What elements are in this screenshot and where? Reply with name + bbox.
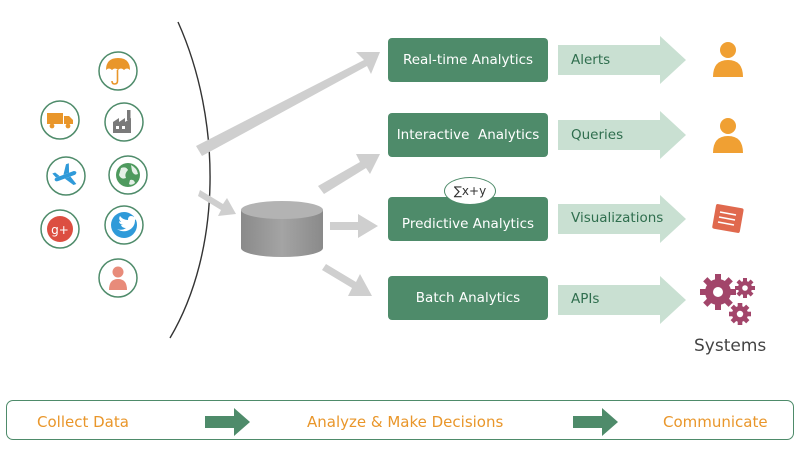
boundary-curve [169, 21, 211, 339]
database-icon [241, 201, 323, 257]
arrow-db-to-batch [322, 264, 372, 296]
step-communicate: Communicate [663, 413, 768, 431]
person-icon [713, 42, 743, 77]
truck-icon [47, 113, 73, 129]
step-collect-data: Collect Data [37, 413, 129, 431]
book-icon [712, 204, 744, 233]
arrow-to-database [198, 190, 236, 216]
airplane-icon [52, 163, 77, 185]
step-analyze-decide: Analyze & Make Decisions [307, 413, 504, 431]
person-source-icon-circle [98, 258, 138, 298]
alerts-label: Alerts [571, 52, 611, 68]
queries-arrow [558, 111, 686, 159]
person-icon [713, 118, 743, 153]
person-source-icon [109, 266, 127, 290]
batch-analytics-box: Batch Analytics [388, 276, 548, 320]
pipeline-arrow-2 [573, 408, 618, 436]
gears-icon [700, 274, 755, 325]
umbrella-icon [106, 58, 130, 85]
formula-bubble: ∑x+y [444, 177, 496, 205]
realtime-analytics-box: Real-time Analytics [388, 38, 548, 82]
interactive-analytics-box: Interactive Analytics [388, 113, 548, 157]
globe-icon [116, 163, 140, 187]
google-plus-glyph: g+ [51, 223, 69, 237]
visualizations-arrow [558, 195, 686, 243]
arrow-db-to-predictive [330, 214, 378, 238]
visualizations-label: Visualizations [571, 210, 664, 226]
apis-arrow [558, 276, 686, 324]
pipeline-arrow-1 [205, 408, 250, 436]
flow-arrows [196, 52, 380, 296]
queries-label: Queries [571, 127, 624, 143]
alerts-arrow [558, 36, 686, 84]
systems-label: Systems [694, 336, 767, 356]
arrow-to-realtime [196, 52, 380, 156]
google-plus-icon: g+ [47, 216, 73, 242]
pipeline-bar: Collect Data Analyze & Make Decisions Co… [6, 400, 794, 440]
twitter-icon [111, 212, 137, 238]
factory-icon [113, 110, 131, 133]
apis-label: APIs [571, 291, 600, 307]
arrow-db-to-interactive [318, 154, 380, 194]
